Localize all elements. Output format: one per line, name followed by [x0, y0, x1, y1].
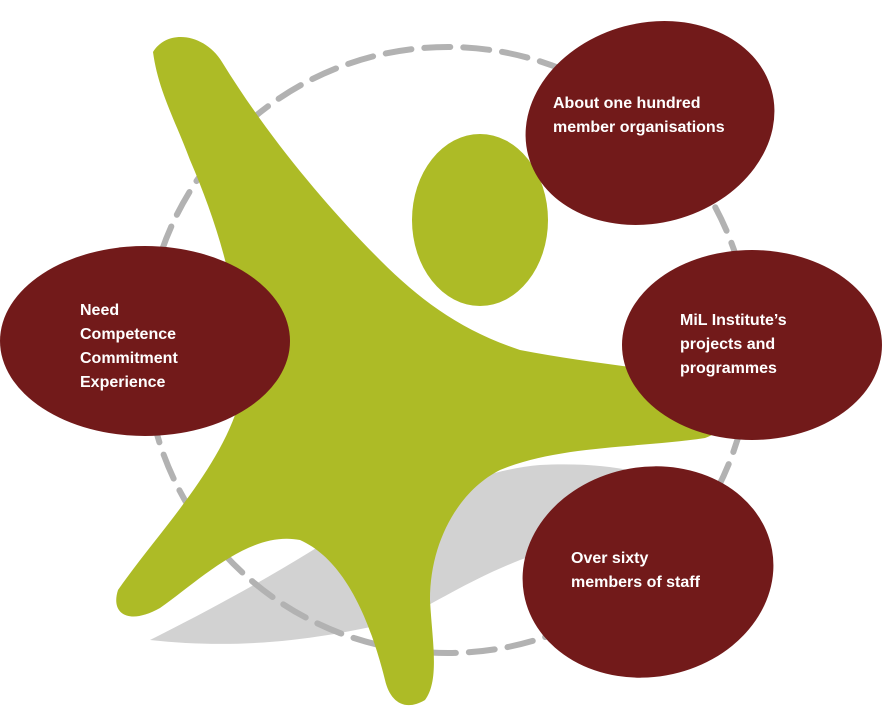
bubble-staff-text: Over sixty members of staff: [571, 550, 701, 591]
bubble-members-line: member organisations: [553, 119, 725, 136]
bubble-needs: [0, 246, 290, 436]
bubble-staff-line: Over sixty: [571, 550, 648, 567]
figure-head: [412, 134, 548, 306]
bubble-members-line: About one hundred: [553, 95, 701, 112]
figure-body: [116, 37, 729, 706]
bubble-needs-line: Need: [80, 302, 119, 319]
bubble-needs-line: Competence: [80, 326, 176, 343]
bubble-needs-line: Experience: [80, 374, 165, 391]
bubble-needs-line: Commitment: [80, 350, 178, 367]
bubble-projects-line: MiL Institute’s: [680, 312, 787, 329]
bubble-needs-text: Need Competence Commitment Experience: [80, 302, 182, 391]
bubble-staff-line: members of staff: [571, 574, 701, 591]
bubble-members-text: About one hundred member organisations: [553, 95, 725, 136]
bubble-members: [525, 21, 775, 225]
bubble-staff: [522, 466, 774, 678]
bubble-projects: [622, 250, 882, 440]
bubble-projects-text: MiL Institute’s projects and programmes: [680, 312, 791, 377]
bubble-projects-line: projects and: [680, 336, 775, 353]
bubble-projects-line: programmes: [680, 360, 777, 377]
